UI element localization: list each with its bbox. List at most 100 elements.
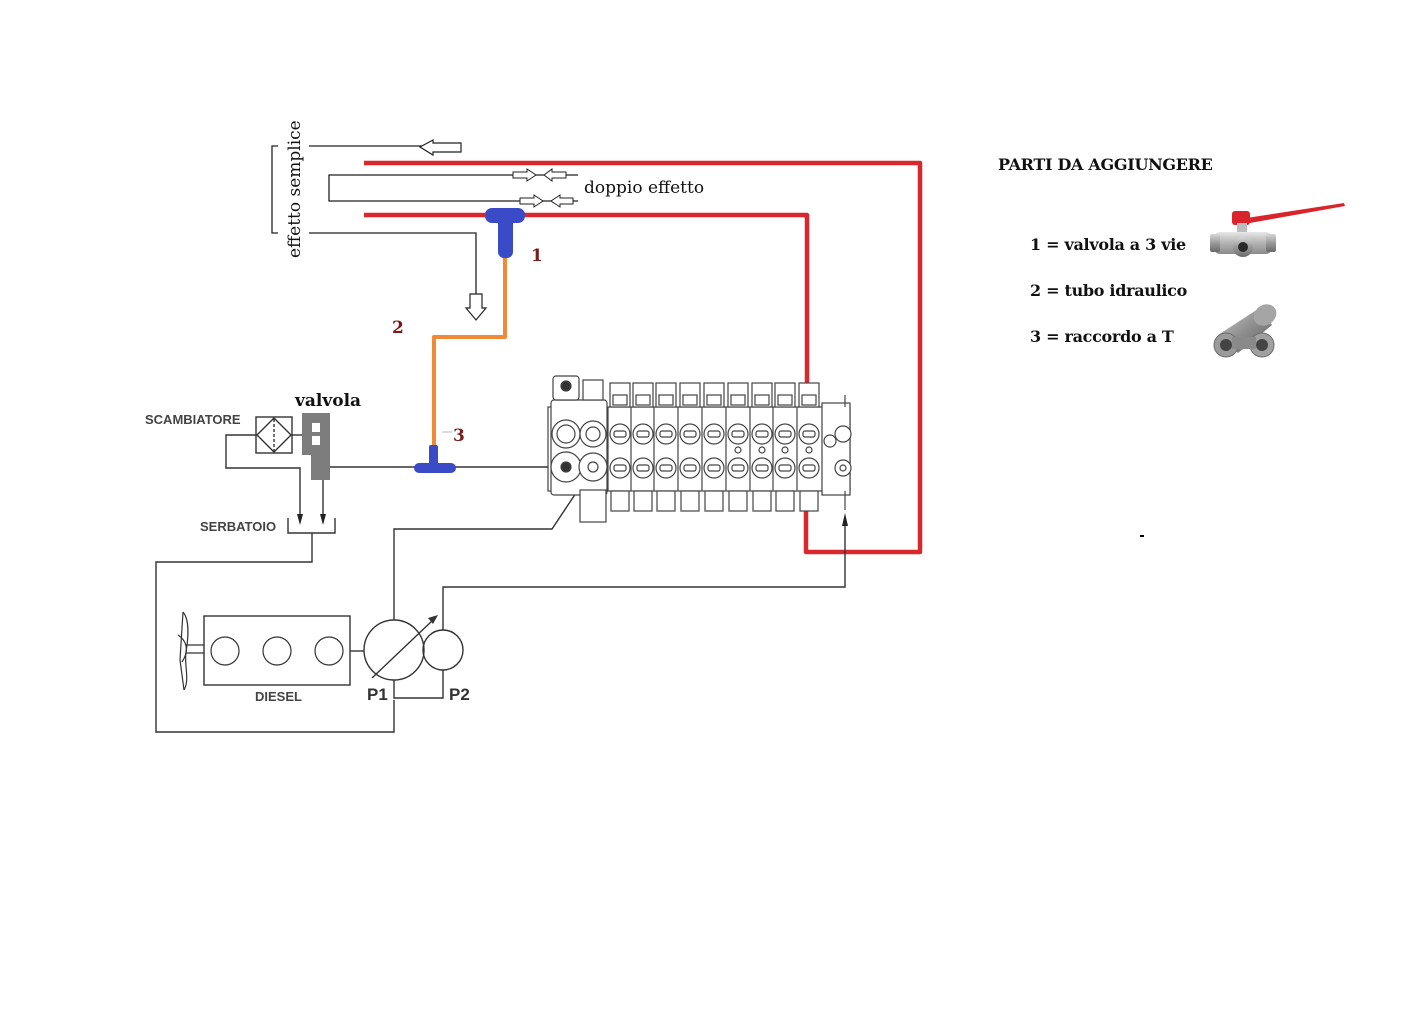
work-port-a-slot — [731, 430, 745, 438]
section-small-port — [805, 446, 813, 454]
section-top-nut — [635, 394, 651, 406]
valve-label: valvola — [294, 391, 361, 411]
section-bottom-cap — [656, 490, 676, 512]
inlet-bottom-fitting — [579, 489, 607, 523]
work-port-b-slot — [778, 464, 792, 472]
engine-block — [203, 615, 351, 686]
double-acting-label: doppio effetto — [584, 178, 704, 198]
single-acting-label: effetto semplice — [285, 120, 305, 258]
work-port-a-slot — [707, 430, 721, 438]
p2-delivery-line — [442, 525, 846, 630]
work-port-a-slot — [683, 430, 697, 438]
section-top-nut — [706, 394, 722, 406]
pump-p1-label: P1 — [367, 685, 388, 704]
work-port-b-slot — [731, 464, 745, 472]
pressure-port-inner — [587, 461, 599, 473]
engine-cylinder — [314, 636, 344, 666]
work-port-b-slot — [659, 464, 673, 472]
engine-label: DIESEL — [255, 689, 302, 704]
outlet-section — [821, 402, 851, 496]
section-bottom-cap — [610, 490, 630, 512]
marker-2: 2 — [392, 318, 404, 338]
work-port-a-slot — [778, 430, 792, 438]
section-bottom-cap — [752, 490, 772, 512]
arrow-head-icon — [428, 615, 438, 624]
legend-item-hose: 2 = tubo idraulico — [1030, 281, 1187, 300]
t-fitting-icon — [1213, 304, 1277, 358]
heat-exchanger-label: SCAMBIATORE — [145, 412, 241, 427]
tank-return-line — [155, 533, 395, 733]
section-top-nut — [801, 394, 817, 406]
engine-cylinder — [210, 636, 240, 666]
section-bottom-cap — [799, 490, 819, 512]
work-port-b-slot — [636, 464, 650, 472]
work-port-a-slot — [636, 430, 650, 438]
work-port-b-slot — [755, 464, 769, 472]
arrow-right-hollow-icon — [512, 168, 537, 182]
tank-label: SERBATOIO — [200, 519, 276, 534]
section-bottom-cap — [633, 490, 653, 512]
section-top-nut — [730, 394, 746, 406]
p1-delivery-line — [393, 489, 579, 620]
work-port-b-slot — [707, 464, 721, 472]
tank-symbol — [287, 518, 336, 534]
work-port-a-slot — [613, 430, 627, 438]
work-port-b-slot — [683, 464, 697, 472]
red-line-lower — [364, 212, 810, 395]
section-top-nut — [612, 394, 628, 406]
red-line-upper — [364, 160, 923, 555]
stray-mark — [1140, 535, 1144, 537]
arrow-left-hollow-icon — [543, 168, 567, 182]
t-fitting — [414, 445, 456, 473]
outlet-port — [834, 425, 852, 443]
section-top-nut — [682, 394, 698, 406]
outlet-plug — [823, 434, 837, 448]
arrow-down-icon — [297, 514, 303, 525]
section-top-nut — [658, 394, 674, 406]
relief-port-inner — [585, 426, 601, 442]
engine-cylinder — [262, 636, 292, 666]
hydraulic-hose — [432, 255, 507, 450]
single-acting-line-bottom — [309, 232, 477, 295]
three-way-ball-valve-icon — [1210, 203, 1345, 257]
section-bottom-cap — [728, 490, 748, 512]
inlet-plug — [560, 380, 572, 392]
double-acting-group — [328, 174, 578, 202]
arrow-up-icon — [842, 513, 848, 526]
three-way-valve-fitting — [485, 208, 525, 258]
section-top-nut — [754, 394, 770, 406]
section-bottom-cap — [704, 490, 724, 512]
work-port-a-slot — [802, 430, 816, 438]
inlet-port-inner — [556, 424, 576, 444]
outlet-port-inner — [839, 464, 847, 472]
inlet-port-inner — [560, 461, 572, 473]
section-top-nut — [777, 394, 793, 406]
arrow-down-icon — [320, 514, 326, 525]
section-small-port — [758, 446, 766, 454]
legend-title: PARTI DA AGGIUNGERE — [998, 155, 1213, 174]
single-acting-bracket — [271, 145, 278, 234]
legend-item-valve: 1 = valvola a 3 vie — [1030, 235, 1186, 254]
work-port-a-slot — [755, 430, 769, 438]
pump-p1 — [363, 619, 425, 681]
work-port-b-slot — [802, 464, 816, 472]
work-port-a-slot — [659, 430, 673, 438]
heat-exchanger-symbol — [225, 416, 304, 515]
section-bottom-cap — [775, 490, 795, 512]
arrow-down-hollow-icon — [464, 293, 488, 321]
variable-displacement-arrow — [371, 619, 434, 679]
pump-p2-label: P2 — [449, 685, 470, 704]
marker-3: 3 — [453, 426, 465, 446]
inlet-cap — [582, 379, 604, 401]
section-bottom-cap — [680, 490, 700, 512]
valve-symbol — [302, 413, 330, 480]
arrow-left-hollow-icon — [418, 138, 462, 157]
single-acting-group — [271, 145, 477, 295]
pump-p2 — [422, 629, 464, 671]
work-port-b-slot — [613, 464, 627, 472]
pump-suction-link — [393, 670, 444, 699]
arrow-left-hollow-icon — [550, 194, 574, 208]
section-small-port — [781, 446, 789, 454]
legend-item-t-fitting: 3 = raccordo a T — [1030, 327, 1174, 346]
